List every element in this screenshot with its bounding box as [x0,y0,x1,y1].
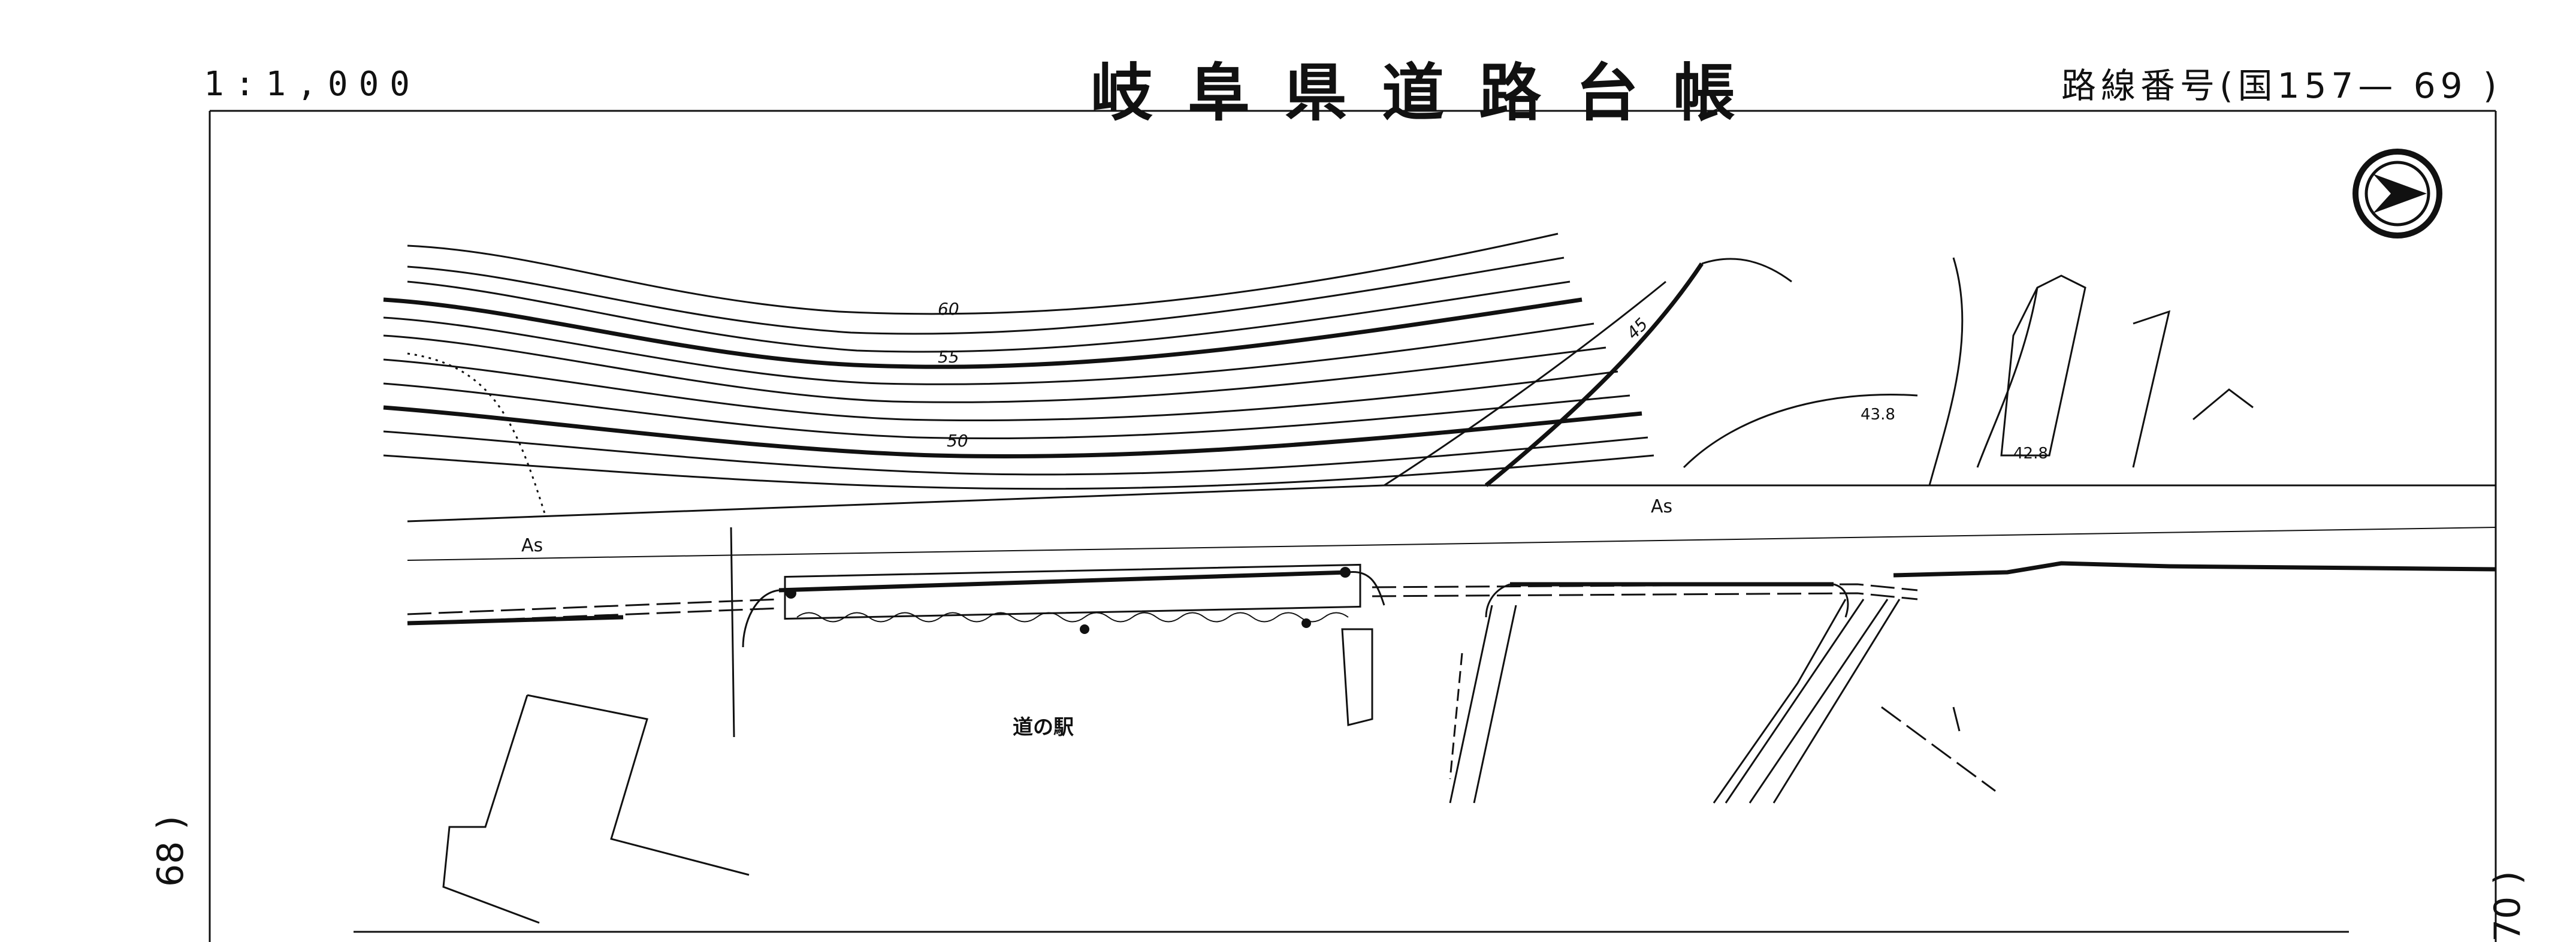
contour-label-45: 45 [1623,314,1652,343]
side-roads [1449,599,1996,804]
map-scale: 1:1,000 [204,65,421,104]
elevation-label: 43.8 [1861,406,1895,424]
pavement-label: As [1651,496,1672,517]
facility-label: 道の駅 [1013,715,1074,739]
map-frame [209,110,2497,942]
contour-label-50: 50 [947,431,968,451]
pavement-label: As [521,535,543,556]
page-title: 岐阜県道路台帳 [1091,56,1771,129]
buildings [442,274,2254,924]
contour-lines [383,233,2039,516]
elevation-label: 42.8 [2013,445,2048,463]
route-number: 路線番号(国157— 69 ) [2061,65,2502,106]
north-arrow-icon [2352,149,2442,238]
road-edges [407,484,2496,648]
parking-strip [784,563,1361,634]
contour-label-55: 55 [938,347,959,367]
contour-label-60: 60 [938,299,959,319]
